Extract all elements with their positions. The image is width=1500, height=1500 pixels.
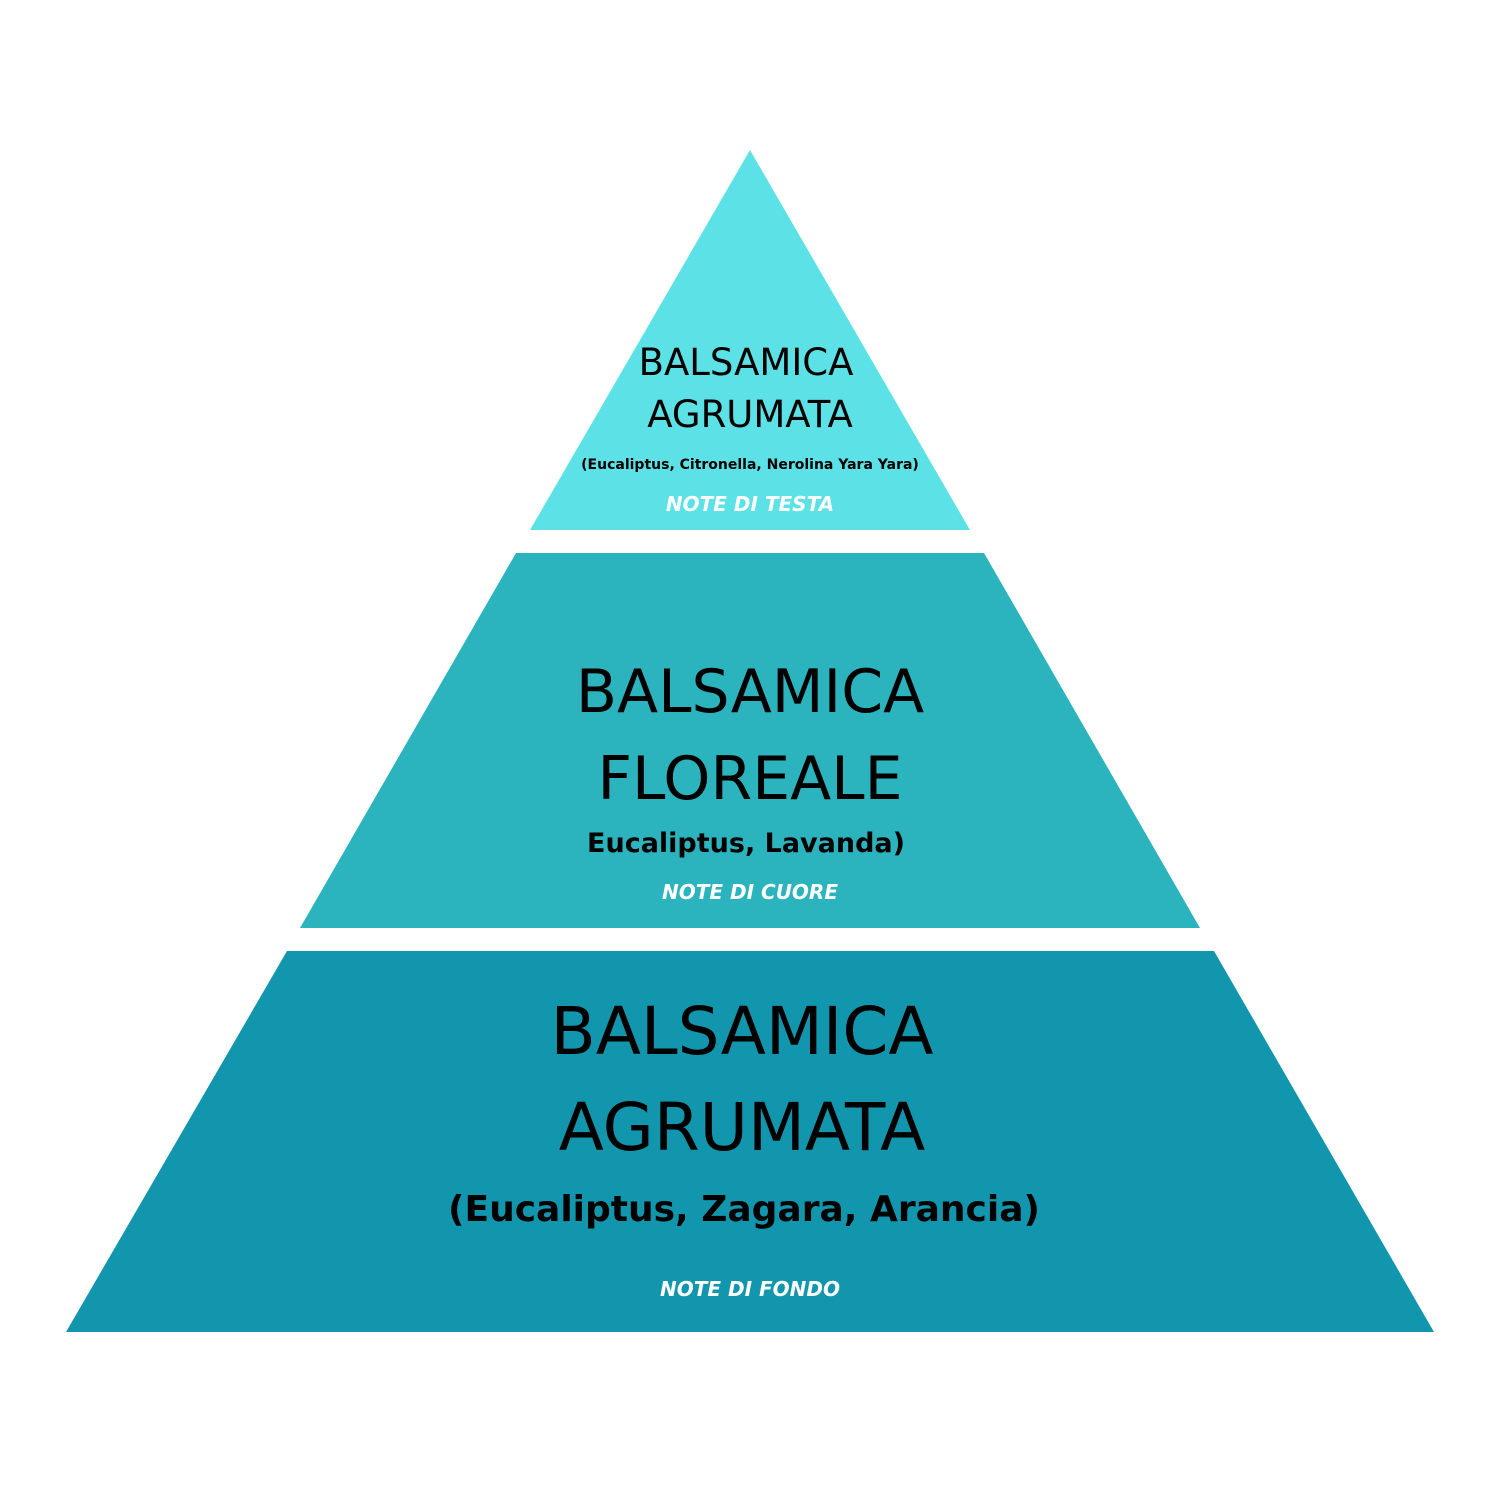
top-ingredients: (Eucaliptus, Citronella, Nerolina Yara Y… — [581, 457, 919, 473]
top-note-label: NOTE DI TESTA — [666, 492, 834, 516]
bottom-title-line1: BALSAMICA — [550, 993, 933, 1070]
pyramid-middle-tier — [300, 553, 1200, 928]
middle-title-line2: FLOREALE — [597, 744, 902, 814]
pyramid-bottom-tier — [66, 951, 1434, 1332]
middle-note-label: NOTE DI CUORE — [662, 880, 838, 904]
bottom-note-label: NOTE DI FONDO — [660, 1277, 840, 1301]
middle-title-line1: BALSAMICA — [576, 657, 924, 727]
middle-ingredients: Eucaliptus, Lavanda) — [587, 828, 905, 859]
top-title-line1: BALSAMICA — [639, 341, 854, 384]
pyramid-top-tier — [530, 150, 970, 530]
bottom-ingredients: (Eucaliptus, Zagara, Arancia) — [448, 1189, 1040, 1230]
top-title-line2: AGRUMATA — [647, 393, 853, 436]
bottom-title-line2: AGRUMATA — [559, 1089, 926, 1166]
